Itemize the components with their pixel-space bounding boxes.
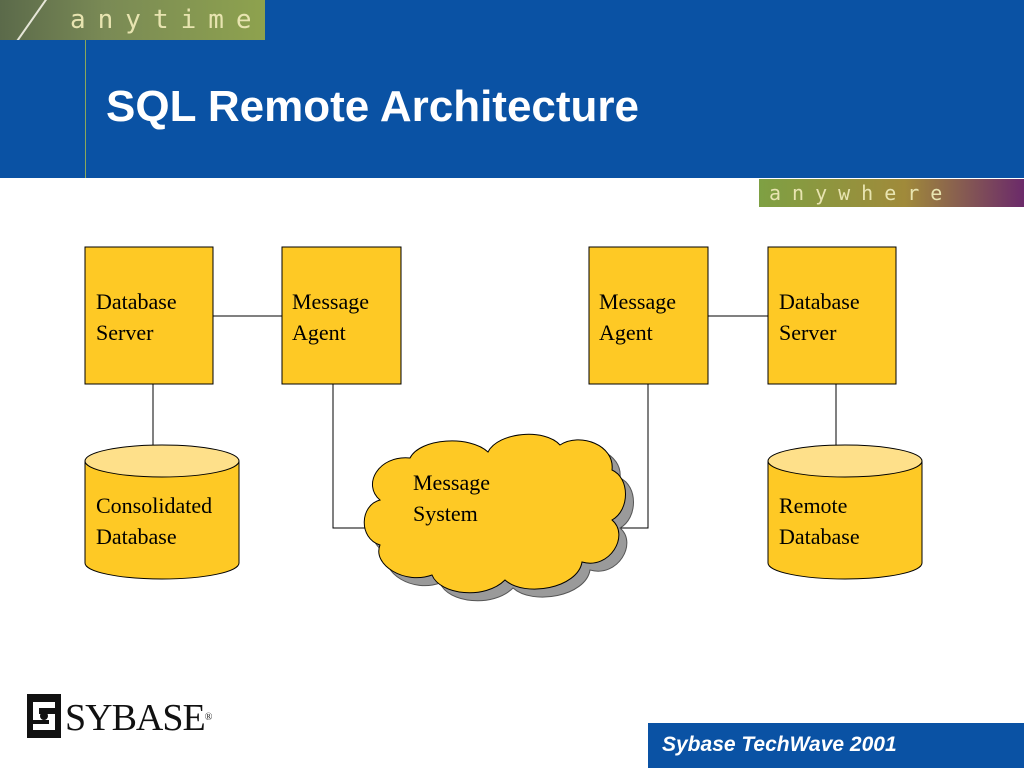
db-server-right-label: Database Server: [779, 286, 860, 348]
label-line: Server: [779, 320, 837, 345]
remote-db-label: Remote Database: [779, 490, 860, 552]
consolidated-db-label: Consolidated Database: [96, 490, 212, 552]
message-system-cloud: [363, 433, 626, 594]
msg-agent-left-box: [281, 246, 402, 385]
logo-text: SYBASE: [65, 697, 206, 739]
message-system-label: Message System: [413, 467, 490, 529]
label-line: Agent: [599, 320, 653, 345]
label-line: Database: [96, 524, 177, 549]
remote-db-cylinder: [767, 444, 923, 580]
sybase-wordmark: SYBASE®: [65, 698, 212, 738]
footer-bar: Sybase TechWave 2001: [648, 723, 1024, 768]
label-line: Agent: [292, 320, 346, 345]
db-server-left-label: Database Server: [96, 286, 177, 348]
slide-title: SQL Remote Architecture: [106, 82, 640, 131]
db-server-left-box: [84, 246, 214, 385]
label-line: Message: [599, 289, 676, 314]
sybase-emblem-icon: [27, 694, 61, 738]
anytime-banner: anytime: [0, 0, 265, 40]
db-server-right-box: [767, 246, 897, 385]
label-line: Database: [779, 524, 860, 549]
msg-agent-left-label: Message Agent: [292, 286, 369, 348]
footer-text: Sybase TechWave 2001: [662, 733, 897, 756]
anywhere-text: anywhere: [769, 181, 954, 205]
label-line: Message: [292, 289, 369, 314]
anytime-text: anytime: [70, 5, 264, 35]
header-divider: [85, 40, 86, 178]
label-line: Message: [413, 470, 490, 495]
sybase-logo: SYBASE®: [27, 694, 212, 740]
label-line: Server: [96, 320, 154, 345]
consolidated-db-cylinder: [84, 444, 240, 580]
label-line: Database: [96, 289, 177, 314]
msg-agent-right-label: Message Agent: [599, 286, 676, 348]
label-line: Remote: [779, 493, 848, 518]
label-line: System: [413, 501, 478, 526]
anywhere-banner: anywhere: [759, 179, 1024, 207]
label-line: Database: [779, 289, 860, 314]
label-line: Consolidated: [96, 493, 213, 518]
registered-mark: ®: [204, 712, 213, 723]
msg-agent-right-box: [588, 246, 709, 385]
edge-msg-agent-right-message-system: [610, 384, 649, 529]
